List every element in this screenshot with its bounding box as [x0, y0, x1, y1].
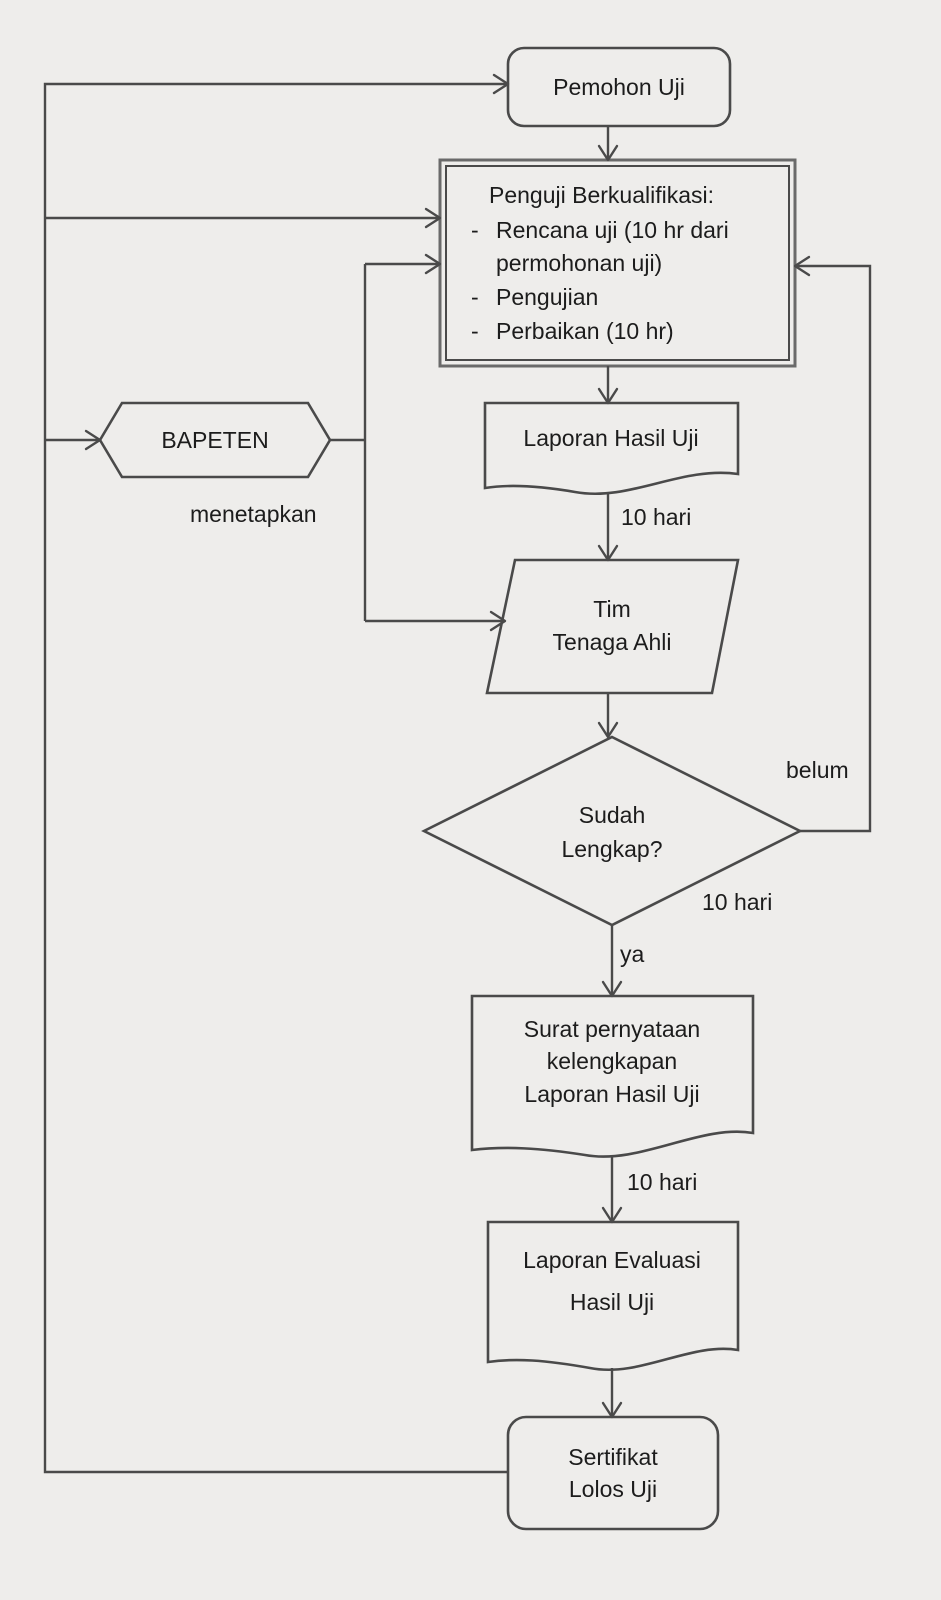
connector-left-feedback [43, 73, 510, 1474]
node-surat-line-3: Laporan Hasil Uji [524, 1081, 699, 1107]
label-10-hari-laporan-tim: 10 hari [621, 504, 691, 530]
node-laporan-evaluasi: Laporan Evaluasi Hasil Uji [486, 1220, 740, 1371]
node-tim-tenaga-ahli: Tim Tenaga Ahli [485, 558, 740, 695]
node-bapeten: BAPETEN [98, 401, 332, 479]
label-10-hari-decision: 10 hari [702, 889, 772, 915]
connector-evaluasi-to-sertifikat [601, 1368, 623, 1419]
node-sertifikat: Sertifikat Lolos Uji [506, 1415, 720, 1531]
node-penguji-title: Penguji Berkualifikasi: [489, 182, 714, 208]
node-penguji-bullet-3: - [471, 318, 479, 344]
node-surat-line-1: Surat pernyataan [524, 1016, 700, 1042]
connector-tim-to-decision [597, 693, 619, 739]
connector-belum-loop [793, 255, 872, 833]
node-evaluasi-line-1: Laporan Evaluasi [523, 1247, 701, 1273]
node-surat-line-2: kelengkapan [547, 1048, 677, 1074]
connector-penguji-to-laporan [597, 366, 619, 405]
connector-laporan-to-tim [597, 492, 619, 562]
connector-bapeten-branch [330, 253, 507, 632]
label-10-hari-surat-evaluasi: 10 hari [627, 1169, 697, 1195]
node-sertifikat-line-2: Lolos Uji [569, 1476, 657, 1502]
node-sertifikat-line-1: Sertifikat [568, 1444, 658, 1470]
node-pemohon-uji-label: Pemohon Uji [553, 74, 685, 100]
label-ya: ya [620, 941, 645, 967]
node-sudah-line-1: Sudah [579, 802, 646, 828]
label-menetapkan: menetapkan [190, 501, 317, 527]
connector-surat-to-evaluasi [601, 1155, 623, 1224]
connector-pemohon-to-penguji [597, 126, 619, 162]
node-laporan-hasil-uji: Laporan Hasil Uji [483, 401, 740, 496]
node-penguji-berkualifikasi: Penguji Berkualifikasi: - Rencana uji (1… [438, 158, 797, 368]
node-penguji-bullet-1: - [471, 217, 479, 243]
node-penguji-item-1: Rencana uji (10 hr dari [496, 217, 729, 243]
node-pemohon-uji: Pemohon Uji [506, 46, 732, 128]
node-penguji-item-3: Perbaikan (10 hr) [496, 318, 674, 344]
node-bapeten-label: BAPETEN [161, 427, 268, 453]
node-penguji-item-2: Pengujian [496, 284, 598, 310]
node-penguji-bullet-2: - [471, 284, 479, 310]
node-evaluasi-line-2: Hasil Uji [570, 1289, 654, 1315]
node-tim-line-2: Tenaga Ahli [553, 629, 672, 655]
label-belum: belum [786, 757, 849, 783]
node-tim-line-1: Tim [593, 596, 630, 622]
node-surat-pernyataan: Surat pernyataan kelengkapan Laporan Has… [470, 994, 755, 1158]
connector-decision-to-surat [601, 925, 623, 998]
node-penguji-item-1-cont: permohonan uji) [496, 250, 662, 276]
node-laporan-hasil-uji-label: Laporan Hasil Uji [523, 425, 698, 451]
node-sudah-line-2: Lengkap? [561, 836, 662, 862]
